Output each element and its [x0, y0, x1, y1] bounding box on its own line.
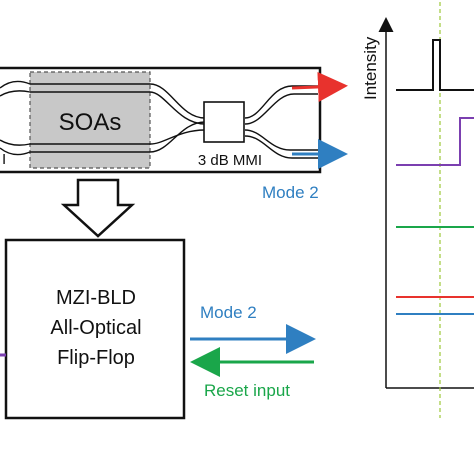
soa-label: SOAs [59, 109, 122, 136]
timing-plot: Intensity [361, 2, 474, 418]
flip-flop-block [4, 238, 186, 420]
trace-purple [396, 117, 474, 166]
device-outline [0, 66, 322, 174]
hollow-down-arrow [60, 178, 136, 238]
waveguides [0, 80, 318, 159]
trace-black [396, 39, 474, 91]
output-arrow-red [291, 71, 348, 102]
block-line-3: Flip-Flop [57, 347, 135, 369]
mode2-signal-label: Mode 2 [200, 303, 257, 322]
y-axis-label: Intensity [361, 36, 380, 100]
reset-input-label: Reset input [204, 381, 290, 400]
left-cut-label: I [2, 151, 6, 168]
block-line-1: MZI-BLD [56, 287, 136, 309]
block-line-2: All-Optical [50, 317, 141, 339]
mode-label-top: Mode 2 [262, 183, 319, 202]
device-schematic: SOAs 3 dB MMI I [0, 66, 348, 174]
mmi-box [203, 101, 245, 143]
mmi-label: 3 dB MMI [198, 152, 262, 169]
